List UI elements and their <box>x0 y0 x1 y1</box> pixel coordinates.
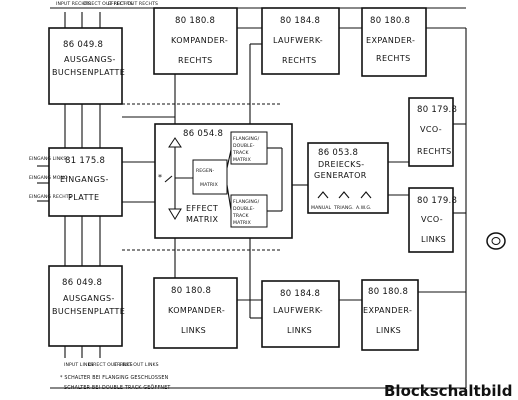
laufwerk-rechts-line1: LAUFWERK- <box>273 36 323 45</box>
kompander-links-line1: KOMPANDER- <box>168 306 225 315</box>
bottom-left-port-labels: INPUT LINKS DIRECT OUT LINKS EFFECT OUT … <box>64 362 159 368</box>
vco-rechts-line1: VCO- <box>420 125 442 134</box>
ausgang-bottom-line2: BUCHSENPLATTE <box>52 307 125 316</box>
dreiecks-line2: GENERATOR <box>314 171 367 180</box>
eingang-line1: EINGANGS- <box>60 175 109 184</box>
flanging-top-line1: FLANGING/ <box>233 136 260 142</box>
ausgang-bottom-number: 86 049.8 <box>62 278 102 288</box>
dreiecks-number: 86 053.8 <box>318 148 358 158</box>
kompander-rechts-box: 80 180.8 KOMPANDER- RECHTS <box>153 7 238 75</box>
kompander-links-line2: LINKS <box>181 326 206 335</box>
expander-links-line2: LINKS <box>376 326 401 335</box>
eingang-number: 81 175.8 <box>65 156 105 166</box>
flanging-bottom-line3: TRACK <box>232 213 249 219</box>
footnote-2: SCHALTER BEI DOUBLE TRACK GEÖFFNET <box>64 384 171 391</box>
connection-lines <box>50 7 467 389</box>
regen-matrix-line2: MATRIX <box>200 182 218 188</box>
ausgang-bottom-line1: AUSGANGS- <box>63 294 115 303</box>
flanging-bottom-box <box>230 194 268 228</box>
ausgang-top-number: 86 049.8 <box>63 40 103 50</box>
vco-links-box: 80 179.8 VCO- LINKS <box>408 187 457 253</box>
kompander-rechts-line1: KOMPANDER- <box>171 36 228 45</box>
expander-links-line1: EXPANDER- <box>363 306 412 315</box>
laufwerk-links-line1: LAUFWERK- <box>273 306 323 315</box>
expander-links-number: 80 180.8 <box>368 287 408 297</box>
flanging-bottom-line1: FLANGING/ <box>233 199 260 205</box>
kompander-rechts-line2: RECHTS <box>178 56 213 65</box>
ausgang-top-line1: AUSGANGS- <box>64 55 116 64</box>
port-direct-out-links: DIRECT OUT LINKS <box>88 362 133 368</box>
expander-rechts-line1: EXPANDER- <box>366 36 415 45</box>
flanging-top-line3: TRACK <box>232 150 249 156</box>
flanging-bottom-line4: MATRIX <box>233 220 251 226</box>
manual-switch-icon <box>317 191 329 199</box>
kompander-links-number: 80 180.8 <box>171 286 211 296</box>
top-left-port-labels: INPUT RECHTS DIRECT OUT RECHTS EFFECT OU… <box>56 1 158 7</box>
footnotes: * SCHALTER BEI FLANGING GESCHLOSSEN SCHA… <box>60 375 171 391</box>
footnote-1: * SCHALTER BEI FLANGING GESCHLOSSEN <box>60 375 169 381</box>
expander-rechts-box: 80 180.8 EXPANDER- RECHTS <box>361 7 427 77</box>
ausgang-top-line2: BUCHSENPLATTE <box>52 68 125 77</box>
kompander-rechts-number: 80 180.8 <box>175 16 215 26</box>
port-input-rechts: INPUT RECHTS <box>56 1 91 7</box>
port-effect-out-links: EFFECT OUT LINKS <box>114 362 159 368</box>
flanging-bottom-line2: DOUBLE- <box>233 206 255 212</box>
laufwerk-rechts-number: 80 184.8 <box>280 16 320 26</box>
input-eingang-mono: EINGANG MONO <box>29 175 68 181</box>
laufwerk-links-box: 80 184.8 LAUFWERK- LINKS <box>261 280 340 348</box>
awg-switch-icon <box>360 191 372 199</box>
vco-links-line2: LINKS <box>421 235 446 244</box>
flanging-top-line2: DOUBLE- <box>233 143 255 149</box>
eingang-box: 81 175.8 EINGANGS- PLATTE <box>48 147 123 217</box>
vco-links-line1: VCO- <box>421 215 443 224</box>
regen-matrix-box <box>192 159 228 195</box>
port-effect-out-rechts: EFFECT OUT RECHTS <box>108 1 158 7</box>
laufwerk-links-line2: LINKS <box>287 326 312 335</box>
laufwerk-links-number: 80 184.8 <box>280 289 320 299</box>
port-direct-out-rechts: DIRECT OUT RECHTS <box>83 1 133 7</box>
dreiecks-generator-box: 86 053.8 DREIECKS- GENERATOR MANUAL TRIA… <box>307 142 389 214</box>
expander-rechts-number: 80 180.8 <box>370 16 410 26</box>
expander-links-box: 80 180.8 EXPANDER- LINKS <box>361 279 419 351</box>
vco-rechts-box: 80 179.8 VCO- RECHTS <box>408 97 457 167</box>
mode-awg-label: A.W.G. <box>356 205 372 211</box>
effect-matrix-line1: EFFECT <box>186 204 218 213</box>
vco-links-number: 80 179.8 <box>417 196 457 206</box>
input-eingang-rechts: EINGANG RECHTS <box>29 194 72 200</box>
triang-switch-icon <box>338 191 350 199</box>
input-eingang-links: EINGANG LINKS <box>29 156 66 162</box>
mode-switch-icons <box>317 191 372 199</box>
mode-manual-label: MANUAL <box>311 205 332 211</box>
vco-rechts-line2: RECHTS <box>417 147 452 156</box>
vco-rechts-number: 80 179.8 <box>417 105 457 115</box>
mode-triang-label: TRIANG. <box>333 205 354 211</box>
diagram-title: Blockschaltbild <box>384 382 512 400</box>
effect-matrix-number: 86 054.8 <box>183 129 223 139</box>
effect-matrix-line2: MATRIX <box>186 215 219 224</box>
dreiecks-line1: DREIECKS- <box>318 160 365 169</box>
laufwerk-rechts-box: 80 184.8 LAUFWERK- RECHTS <box>261 7 340 75</box>
flanging-top-line4: MATRIX <box>233 157 251 163</box>
effect-matrix-box: 86 054.8 EFFECT MATRIX * REGEN- MATRIX F… <box>154 123 293 239</box>
switch-icon <box>164 175 173 183</box>
regen-matrix-line1: REGEN- <box>196 168 214 174</box>
flanging-top-box <box>230 131 268 165</box>
switch-mark: * <box>158 173 162 182</box>
expander-rechts-line2: RECHTS <box>376 54 411 63</box>
port-input-links: INPUT LINKS <box>64 362 94 368</box>
left-input-labels: EINGANG LINKS EINGANG MONO EINGANG RECHT… <box>29 156 72 202</box>
kompander-links-box: 80 180.8 KOMPANDER- LINKS <box>153 277 238 349</box>
ausgang-top-box: 86 049.8 AUSGANGS- BUCHSENPLATTE <box>48 27 125 105</box>
laufwerk-rechts-line2: RECHTS <box>282 56 317 65</box>
knob-icon <box>486 232 506 250</box>
eingang-line2: PLATTE <box>68 193 99 202</box>
ausgang-bottom-box: 86 049.8 AUSGANGS- BUCHSENPLATTE <box>48 265 125 347</box>
